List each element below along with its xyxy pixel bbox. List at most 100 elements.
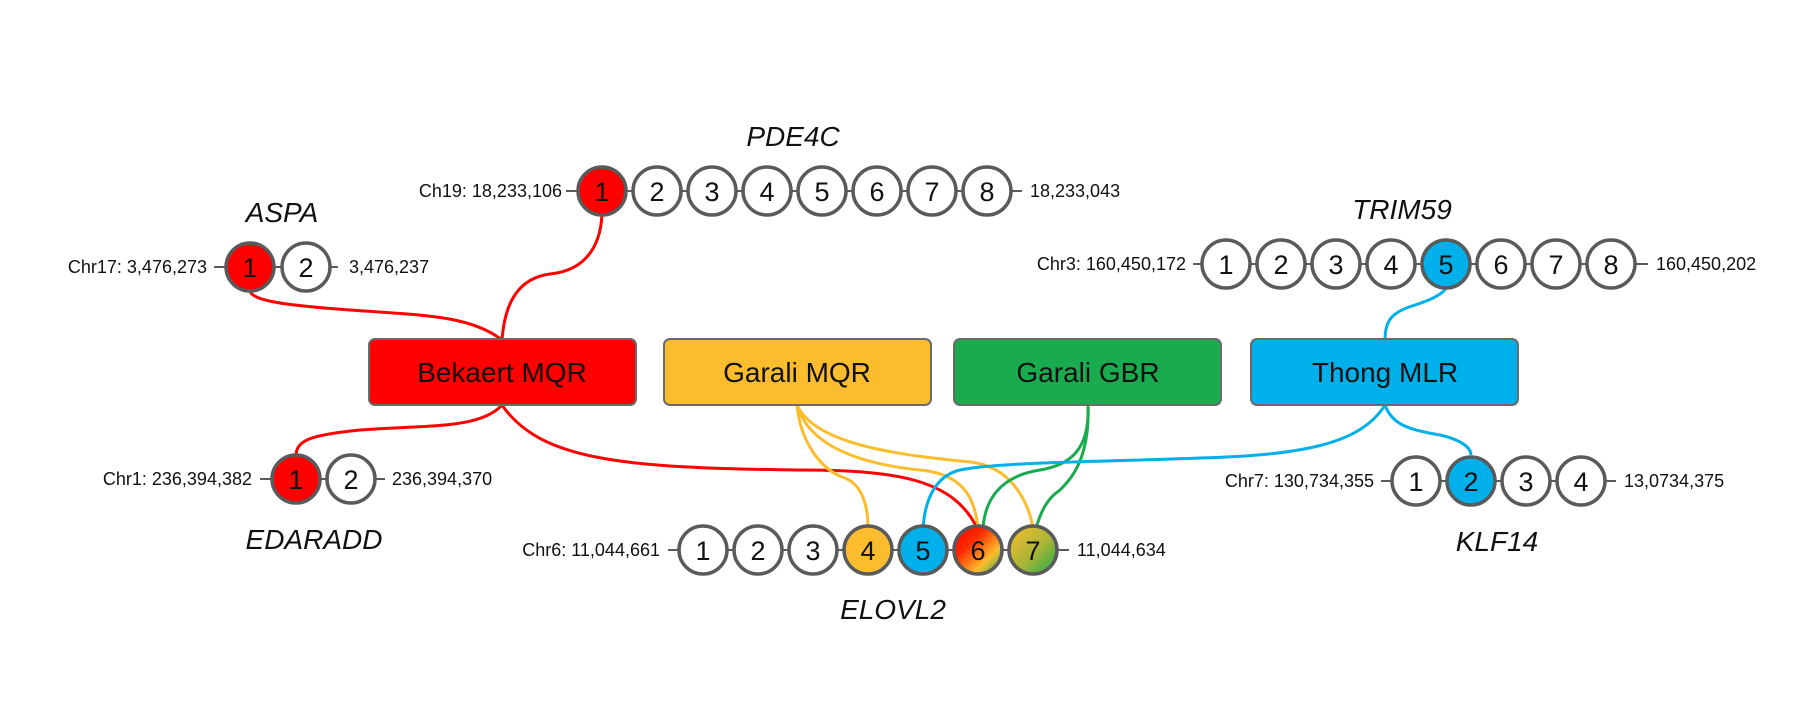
cpg-site: 5 xyxy=(897,524,949,576)
cpg-site: 1 xyxy=(270,453,322,505)
start-coordinate: Chr6: 11,044,661 xyxy=(522,540,660,560)
svg-text:4: 4 xyxy=(860,536,875,566)
svg-text:1: 1 xyxy=(288,465,303,495)
gene-aspa: ASPA Chr17: 3,476,273 3,476,237 1 2 xyxy=(68,197,429,293)
thong-mlr-label: Thong MLR xyxy=(1312,357,1458,388)
svg-text:5: 5 xyxy=(1438,250,1453,280)
connector-bekaert-elovl2-6 xyxy=(500,404,980,531)
model-boxes: Bekaert MQR Garali MQR Garali GBR Thong … xyxy=(368,338,1519,406)
svg-text:5: 5 xyxy=(814,177,829,207)
svg-text:6: 6 xyxy=(1493,250,1508,280)
gene-name: KLF14 xyxy=(1456,526,1539,557)
svg-text:2: 2 xyxy=(1273,250,1288,280)
svg-text:1: 1 xyxy=(242,253,257,283)
svg-text:3: 3 xyxy=(704,177,719,207)
end-coordinate: 11,044,634 xyxy=(1077,540,1166,560)
bekaert-mqr-box xyxy=(368,338,637,406)
connector-garali-gbr-elovl2-6 xyxy=(981,404,1090,529)
cpg-site: 2 xyxy=(732,524,784,576)
gene-trim59: TRIM59 Chr3: 160,450,172 160,450,202 1 2… xyxy=(1037,194,1756,290)
cpg-site: 7 xyxy=(1007,524,1059,576)
cpg-site: 2 xyxy=(1255,238,1307,290)
svg-text:2: 2 xyxy=(649,177,664,207)
cpg-site: 8 xyxy=(961,165,1013,217)
gene-elovl2: Chr6: 11,044,661 11,044,634 1 2 3 4 5 6 … xyxy=(522,524,1166,625)
svg-text:1: 1 xyxy=(594,177,609,207)
cpg-site: 1 xyxy=(576,165,628,217)
connector-thong-trim59-5 xyxy=(1383,286,1448,341)
svg-text:5: 5 xyxy=(915,536,930,566)
cpg-site: 5 xyxy=(796,165,848,217)
svg-text:7: 7 xyxy=(1025,536,1040,566)
svg-text:7: 7 xyxy=(924,177,939,207)
svg-text:4: 4 xyxy=(1573,467,1588,497)
cpg-site: 3 xyxy=(1500,455,1552,507)
end-coordinate: 18,233,043 xyxy=(1030,181,1120,201)
svg-text:3: 3 xyxy=(805,536,820,566)
gene-edaradd: Chr1: 236,394,382 236,394,370 1 2 EDARAD… xyxy=(103,453,492,555)
connectors xyxy=(248,209,1473,531)
cpg-site: 1 xyxy=(677,524,729,576)
svg-text:1: 1 xyxy=(695,536,710,566)
connector-thong-elovl2-5 xyxy=(921,404,1387,529)
connector-garali-mqr-elovl2-4 xyxy=(795,404,870,529)
gene-name: PDE4C xyxy=(746,121,840,152)
cpg-site: 4 xyxy=(741,165,793,217)
cpg-site: 7 xyxy=(906,165,958,217)
svg-text:2: 2 xyxy=(343,465,358,495)
thong-mlr-box xyxy=(1250,338,1519,406)
svg-text:2: 2 xyxy=(1463,467,1478,497)
cpg-site: 4 xyxy=(842,524,894,576)
garali-gbr-box xyxy=(953,338,1222,406)
cpg-site: 5 xyxy=(1420,238,1472,290)
start-coordinate: Chr7: 130,734,355 xyxy=(1225,471,1374,491)
gene-name: EDARADD xyxy=(246,524,383,555)
cpg-site: 1 xyxy=(224,241,276,293)
svg-text:7: 7 xyxy=(1548,250,1563,280)
connector-garali-mqr-elovl2-7 xyxy=(795,404,1035,529)
gene-name: ASPA xyxy=(244,197,319,228)
svg-text:8: 8 xyxy=(979,177,994,207)
connector-bekaert-edaradd-1 xyxy=(294,403,504,459)
cpg-site: 6 xyxy=(1475,238,1527,290)
cpg-site: 7 xyxy=(1530,238,1582,290)
cpg-site: 2 xyxy=(631,165,683,217)
connector-garali-mqr-elovl2-6 xyxy=(795,404,980,529)
cpg-site: 3 xyxy=(1310,238,1362,290)
svg-text:2: 2 xyxy=(298,253,313,283)
garali-mqr-label: Garali MQR xyxy=(723,357,871,388)
cpg-site: 2 xyxy=(280,241,332,293)
svg-text:2: 2 xyxy=(750,536,765,566)
cpg-site: 4 xyxy=(1555,455,1607,507)
garali-mqr-box xyxy=(663,338,932,406)
svg-text:4: 4 xyxy=(1383,250,1398,280)
end-coordinate: 160,450,202 xyxy=(1656,254,1756,274)
end-coordinate: 13,0734,375 xyxy=(1624,471,1724,491)
svg-text:1: 1 xyxy=(1408,467,1423,497)
gene-name: TRIM59 xyxy=(1352,194,1452,225)
end-coordinate: 236,394,370 xyxy=(392,469,492,489)
cpg-site: 4 xyxy=(1365,238,1417,290)
bekaert-mqr-label: Bekaert MQR xyxy=(417,357,587,388)
start-coordinate: Ch19: 18,233,106 xyxy=(419,181,562,201)
gene-name: ELOVL2 xyxy=(840,594,946,625)
cpg-site: 6 xyxy=(952,524,1004,576)
cpg-site: 1 xyxy=(1200,238,1252,290)
start-coordinate: Chr3: 160,450,172 xyxy=(1037,254,1186,274)
connector-thong-klf14-2 xyxy=(1383,404,1473,456)
svg-text:8: 8 xyxy=(1603,250,1618,280)
svg-text:1: 1 xyxy=(1218,250,1233,280)
start-coordinate: Chr1: 236,394,382 xyxy=(103,469,252,489)
cpg-site: 2 xyxy=(1445,455,1497,507)
cpg-site: 3 xyxy=(686,165,738,217)
garali-gbr-label: Garali GBR xyxy=(1016,357,1159,388)
connector-bekaert-pde4c-1 xyxy=(500,209,604,341)
connector-garali-gbr-elovl2-7 xyxy=(1034,404,1090,529)
svg-text:6: 6 xyxy=(970,536,985,566)
svg-text:3: 3 xyxy=(1518,467,1533,497)
end-coordinate: 3,476,237 xyxy=(349,257,429,277)
svg-text:3: 3 xyxy=(1328,250,1343,280)
cpg-site: 6 xyxy=(851,165,903,217)
connector-bekaert-aspa-1 xyxy=(248,289,503,342)
